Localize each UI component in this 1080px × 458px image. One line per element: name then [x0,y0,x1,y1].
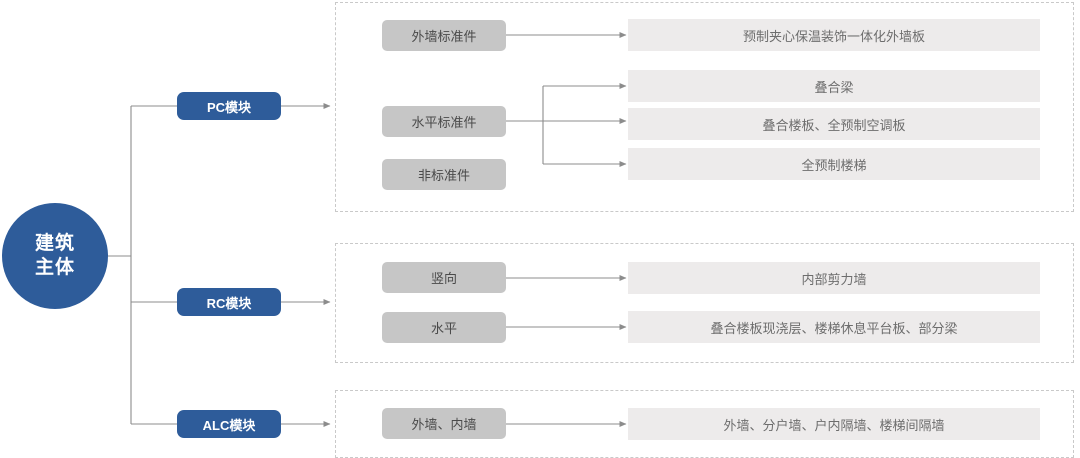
module-pill-alc[interactable]: ALC模块 [177,410,281,438]
category-label: 外墙、内墙 [411,417,477,432]
root-node-building-main-body: 建筑 主体 [2,203,108,309]
detail-box-rc-2[interactable]: 叠合楼板现浇层、楼梯休息平台板、部分梁 [628,311,1040,343]
root-node-label-line1: 建筑 [34,233,75,254]
module-pill-pc[interactable]: PC模块 [177,92,281,120]
detail-label: 全预制楼梯 [801,157,867,173]
module-pill-rc[interactable]: RC模块 [177,288,281,316]
category-label: 竖向 [430,271,457,286]
detail-box-pc-3[interactable]: 叠合楼板、全预制空调板 [628,108,1040,140]
category-box-pc-horizontal-standard[interactable]: 水平标准件 [382,106,506,137]
category-box-alc-walls[interactable]: 外墙、内墙 [382,408,506,439]
detail-label: 叠合楼板、全预制空调板 [762,117,906,133]
root-node-label-line2: 主体 [34,257,75,278]
category-box-rc-horizontal[interactable]: 水平 [382,312,506,343]
detail-label: 叠合梁 [814,79,854,95]
detail-box-pc-1[interactable]: 预制夹心保温装饰一体化外墙板 [628,19,1040,51]
category-box-pc-nonstandard[interactable]: 非标准件 [382,159,506,190]
category-label: 水平标准件 [411,115,477,130]
detail-label: 内部剪力墙 [801,271,867,287]
category-box-rc-vertical[interactable]: 竖向 [382,262,506,293]
module-pill-alc-label: ALC模块 [202,417,256,433]
detail-box-rc-1[interactable]: 内部剪力墙 [628,262,1040,294]
detail-box-alc-1[interactable]: 外墙、分户墙、户内隔墙、楼梯间隔墙 [628,408,1040,440]
detail-label: 叠合楼板现浇层、楼梯休息平台板、部分梁 [710,320,958,336]
detail-label: 预制夹心保温装饰一体化外墙板 [742,28,925,44]
module-pill-rc-label: RC模块 [206,295,252,311]
group-container-rc [335,243,1074,363]
category-label: 非标准件 [417,168,470,183]
module-pill-pc-label: PC模块 [206,99,252,115]
category-box-pc-exterior-standard[interactable]: 外墙标准件 [382,20,506,51]
detail-box-pc-4[interactable]: 全预制楼梯 [628,148,1040,180]
group-container-pc [335,2,1074,212]
category-label: 外墙标准件 [411,29,477,44]
detail-label: 外墙、分户墙、户内隔墙、楼梯间隔墙 [723,417,945,433]
detail-box-pc-2[interactable]: 叠合梁 [628,70,1040,102]
category-label: 水平 [430,321,457,336]
